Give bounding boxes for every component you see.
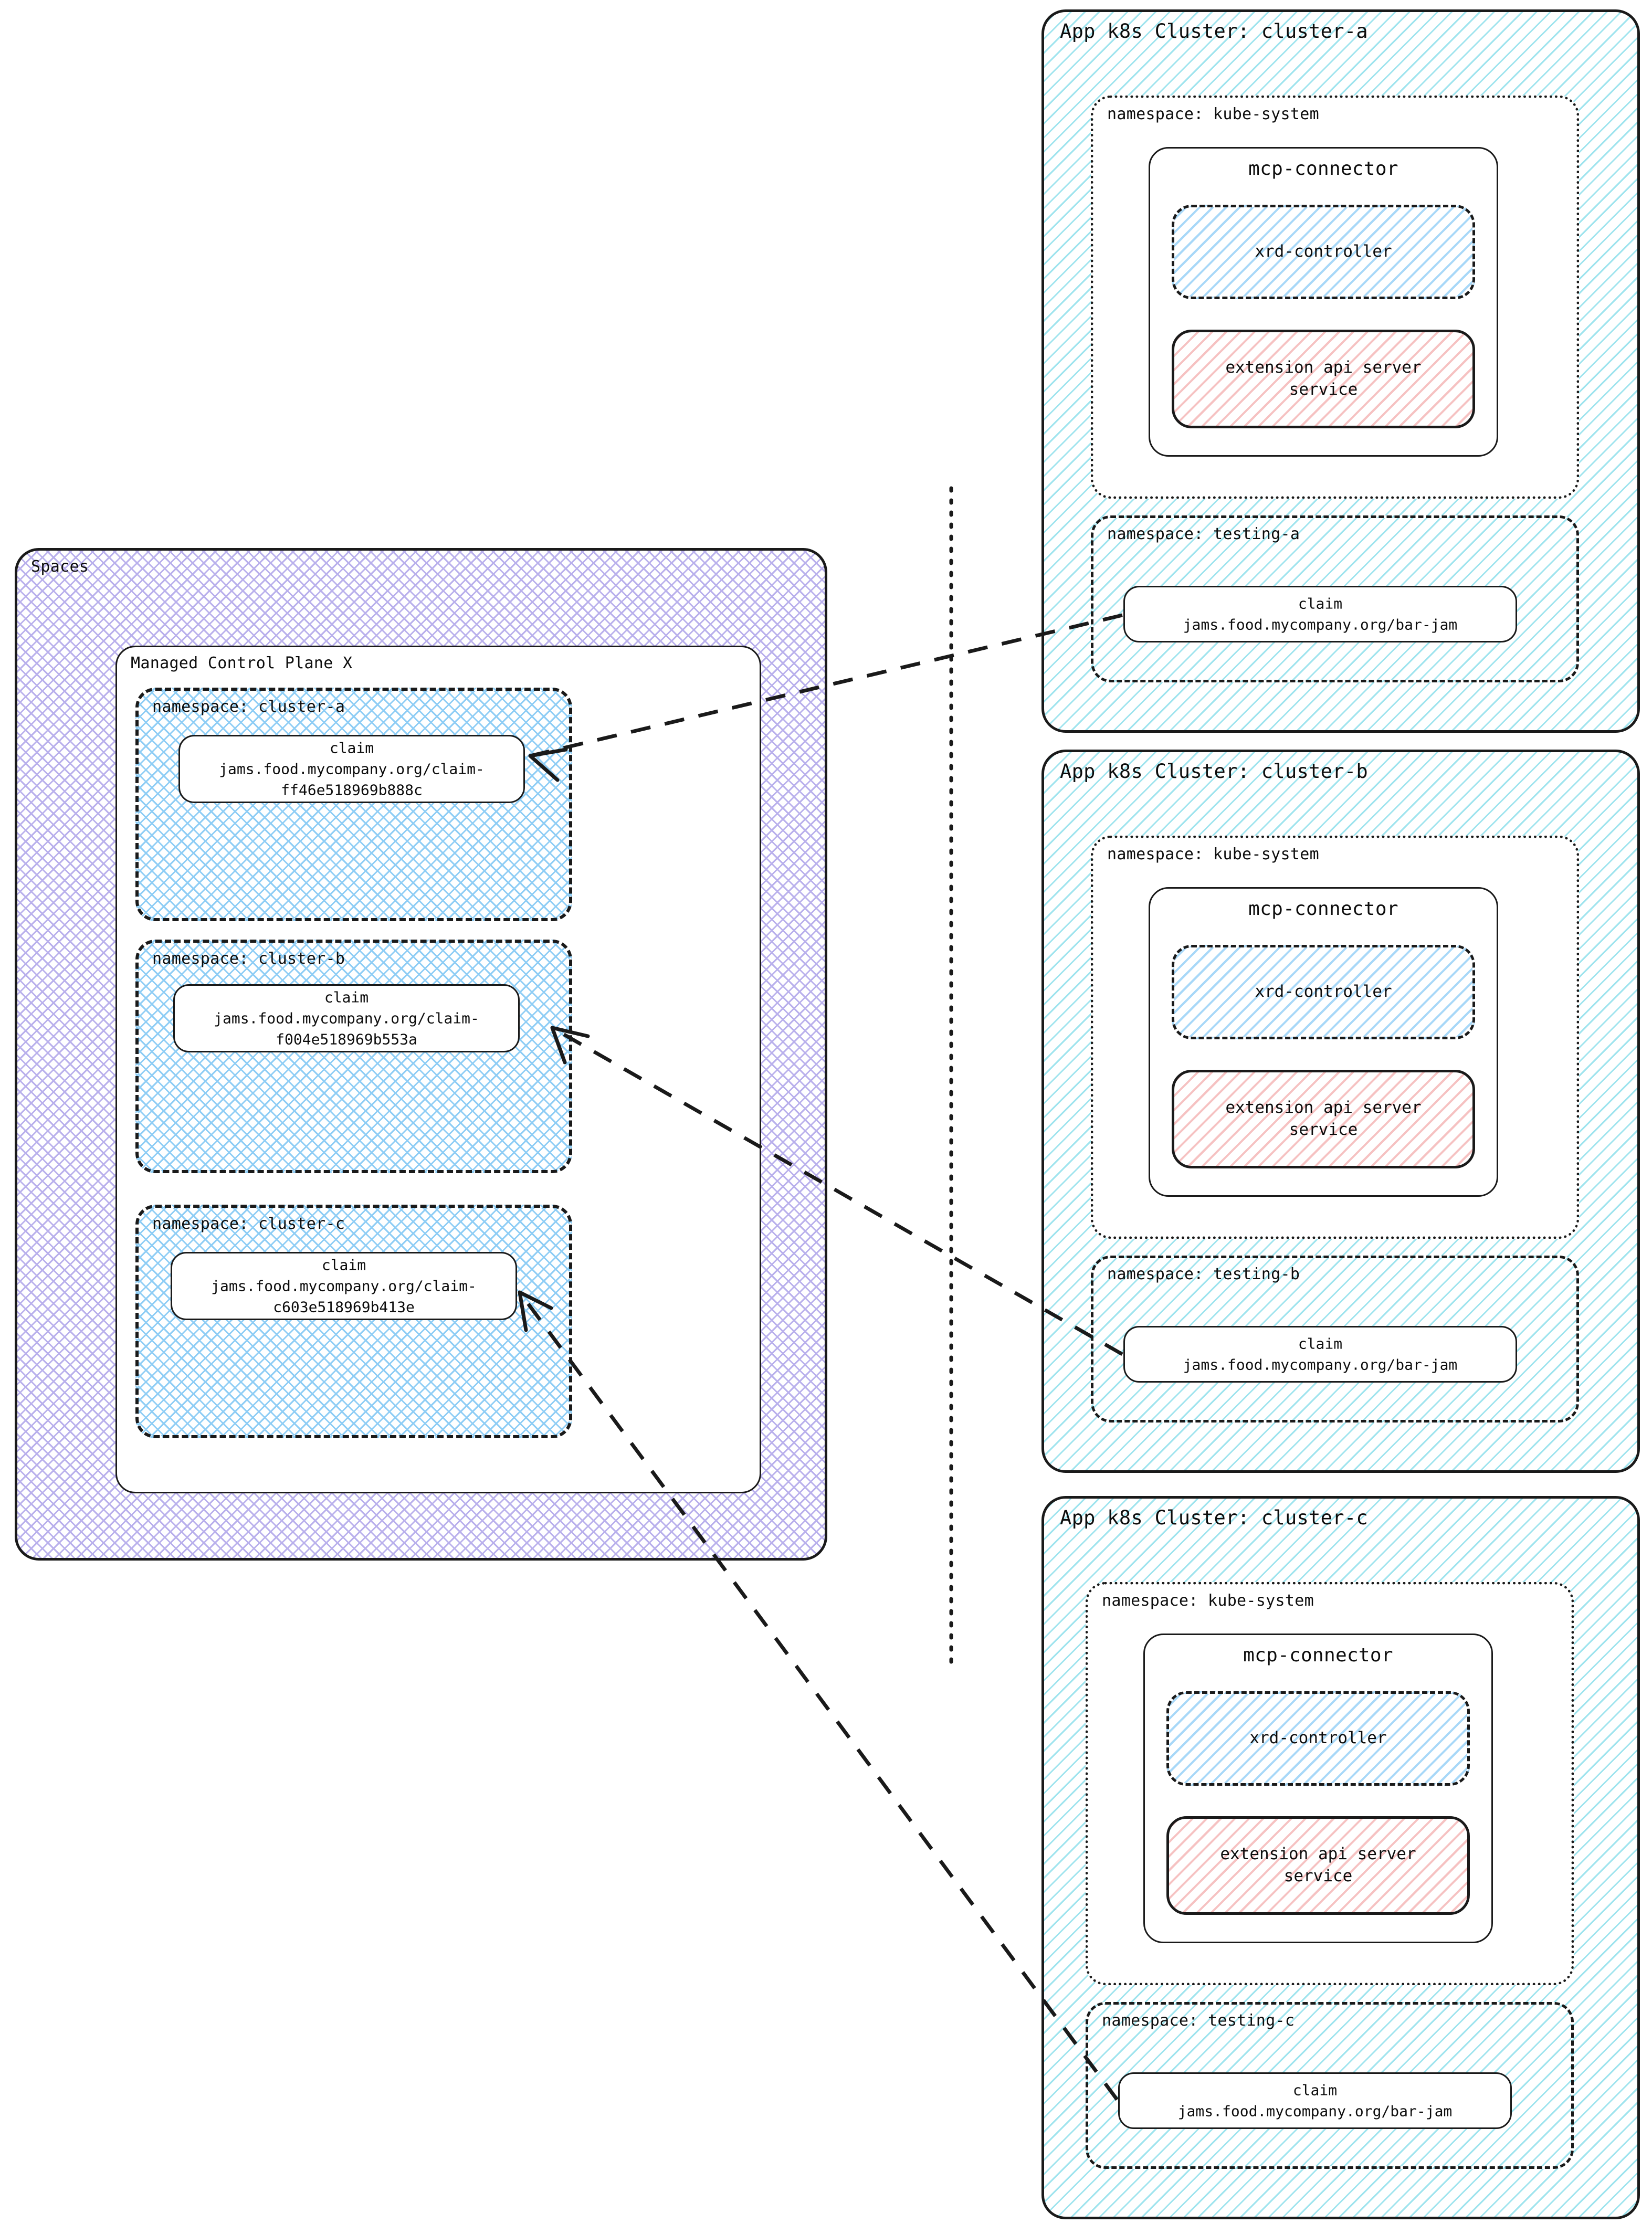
cluster-a-xrd-controller: xrd-controller — [1172, 205, 1475, 299]
claim-box-cluster-c[interactable]: claim jams.food.mycompany.org/claim- c60… — [171, 1252, 517, 1320]
cluster-c-testing-claim[interactable]: claim jams.food.mycompany.org/bar-jam — [1118, 2072, 1512, 2129]
cluster-a-extension-api-server: extension api server service — [1172, 330, 1475, 428]
mcp-namespace-cluster-a-label: namespace: cluster-a — [152, 698, 345, 716]
mcp-namespace-cluster-b: namespace: cluster-b — [135, 940, 572, 1173]
mcp-namespace-cluster-c-label: namespace: cluster-c — [152, 1215, 345, 1233]
cluster-b-testing-claim[interactable]: claim jams.food.mycompany.org/bar-jam — [1123, 1326, 1517, 1383]
mcp-namespace-cluster-b-label: namespace: cluster-b — [152, 950, 345, 968]
cluster-b-extension-api-server-label: extension api server service — [1225, 1098, 1422, 1139]
cluster-b-testing-claim-text: claim jams.food.mycompany.org/bar-jam — [1183, 1335, 1458, 1373]
claim-box-cluster-a[interactable]: claim jams.food.mycompany.org/claim- ff4… — [178, 735, 525, 803]
cluster-a-testing-namespace-label: namespace: testing-a — [1107, 525, 1300, 543]
cluster-a-testing-claim-text: claim jams.food.mycompany.org/bar-jam — [1183, 595, 1458, 633]
cluster-c-extension-api-server: extension api server service — [1166, 1816, 1470, 1915]
cluster-a-extension-api-server-label: extension api server service — [1225, 358, 1422, 399]
app-cluster-a-title: App k8s Cluster: cluster-a — [1060, 20, 1368, 43]
cluster-c-testing-namespace-label: namespace: testing-c — [1102, 2011, 1295, 2030]
cluster-c-xrd-controller-label: xrd-controller — [1249, 1729, 1387, 1748]
cluster-b-testing-namespace-label: namespace: testing-b — [1107, 1265, 1300, 1283]
app-cluster-b-title: App k8s Cluster: cluster-b — [1060, 760, 1368, 783]
cluster-b-mcp-connector-title: mcp-connector — [1248, 898, 1398, 920]
spaces-label: Spaces — [31, 557, 89, 576]
mcp-namespace-cluster-c: namespace: cluster-c — [135, 1205, 572, 1438]
cluster-a-kube-system-label: namespace: kube-system — [1107, 105, 1319, 123]
mcp-namespace-cluster-a: namespace: cluster-a — [135, 688, 572, 921]
claim-box-cluster-a-text: claim jams.food.mycompany.org/claim- ff4… — [219, 739, 485, 798]
cluster-b-xrd-controller-label: xrd-controller — [1255, 982, 1392, 1002]
claim-box-cluster-b-text: claim jams.food.mycompany.org/claim- f00… — [214, 988, 479, 1048]
cluster-a-testing-claim[interactable]: claim jams.food.mycompany.org/bar-jam — [1123, 586, 1517, 642]
app-cluster-c-title: App k8s Cluster: cluster-c — [1060, 1506, 1368, 1529]
cluster-a-mcp-connector-title: mcp-connector — [1248, 158, 1398, 180]
cluster-b-extension-api-server: extension api server service — [1172, 1070, 1475, 1168]
cluster-c-extension-api-server-label: extension api server service — [1220, 1845, 1416, 1885]
cluster-c-mcp-connector-title: mcp-connector — [1243, 1645, 1393, 1666]
cluster-c-kube-system-label: namespace: kube-system — [1102, 1592, 1314, 1610]
claim-box-cluster-b[interactable]: claim jams.food.mycompany.org/claim- f00… — [173, 984, 520, 1052]
cluster-a-xrd-controller-label: xrd-controller — [1255, 242, 1392, 261]
cluster-c-xrd-controller: xrd-controller — [1166, 1691, 1470, 1786]
cluster-b-xrd-controller: xrd-controller — [1172, 945, 1475, 1039]
managed-control-plane-label: Managed Control Plane X — [131, 654, 353, 672]
cluster-b-kube-system-label: namespace: kube-system — [1107, 845, 1319, 863]
cluster-c-testing-claim-text: claim jams.food.mycompany.org/bar-jam — [1177, 2081, 1453, 2120]
claim-box-cluster-c-text: claim jams.food.mycompany.org/claim- c60… — [211, 1256, 477, 1315]
